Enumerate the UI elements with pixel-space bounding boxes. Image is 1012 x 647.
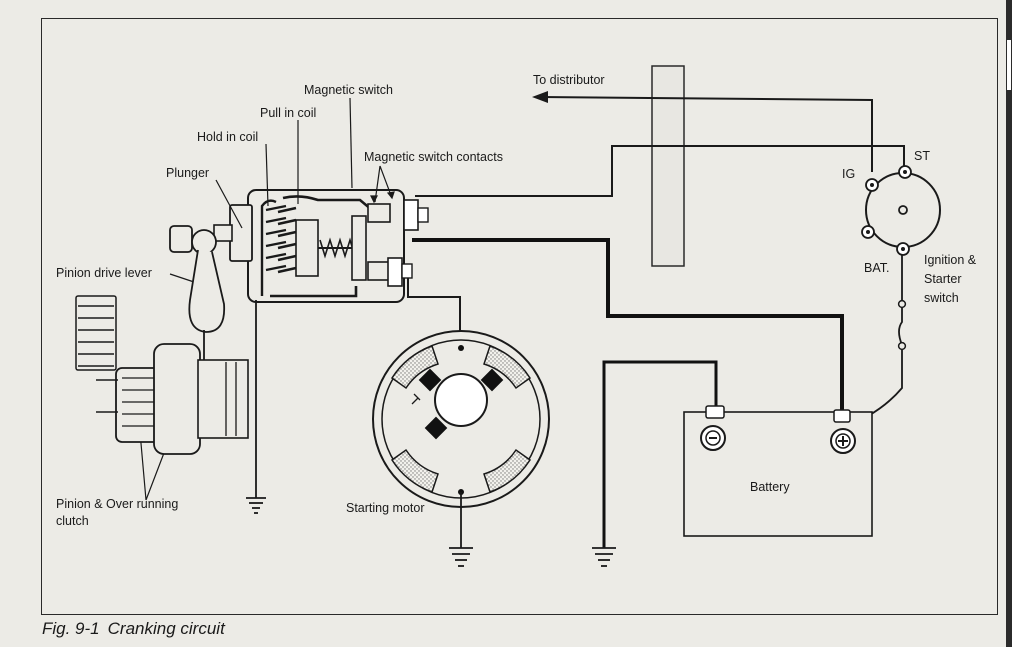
figure-title: Cranking circuit [107,619,225,638]
figure-number: Fig. 9-1 [42,619,100,638]
label-ignition-line1: Ignition & [924,253,977,267]
magnetic-switch-contacts [367,199,429,287]
label-pinion-drive-lever: Pinion drive lever [56,266,152,280]
label-magnetic-switch-contacts: Magnetic switch contacts [364,150,503,164]
battery-ground [592,547,616,567]
label-st: ST [914,149,930,163]
battery-ground-wire [602,360,718,548]
solenoid-ground [246,300,266,514]
fuse-link-top [897,299,907,309]
label-pinion-clutch-line1: Pinion & Over running [56,497,178,511]
battery-negative-terminal [700,425,726,451]
pinion-overrunning-clutch [96,343,249,455]
starting-motor [372,330,550,508]
flywheel-gear [75,295,117,371]
starter-wire [415,145,905,197]
motor-ground [449,492,473,567]
label-ignition-line2: Starter [924,272,962,286]
ignition-starter-switch [861,165,941,256]
label-to-distributor: To distributor [533,73,605,87]
label-pinion-clutch-line2: clutch [56,514,89,528]
label-starting-motor: Starting motor [346,501,425,515]
window-edge [1006,0,1012,647]
battery-cable [412,238,844,420]
label-pull-in-coil: Pull in coil [260,106,316,120]
fuse-link-bottom [897,341,907,351]
label-plunger: Plunger [166,166,209,180]
battery-positive-terminal [830,428,856,454]
diagram-frame [41,18,998,615]
label-ignition-line3: switch [924,291,959,305]
label-ig: IG [842,167,855,181]
label-battery: Battery [750,480,790,494]
distributor-wire [532,91,873,172]
motor-feed-wire [407,270,461,348]
label-hold-in-coil: Hold in coil [197,130,258,144]
ignition-feed-wire [841,250,903,429]
pull-in-coil [270,195,373,298]
label-bat: BAT. [864,261,889,275]
figure-caption: Fig. 9-1 Cranking circuit [42,619,233,639]
plunger [295,215,367,281]
vertical-pole [651,65,685,267]
label-magnetic-switch: Magnetic switch [304,83,393,97]
